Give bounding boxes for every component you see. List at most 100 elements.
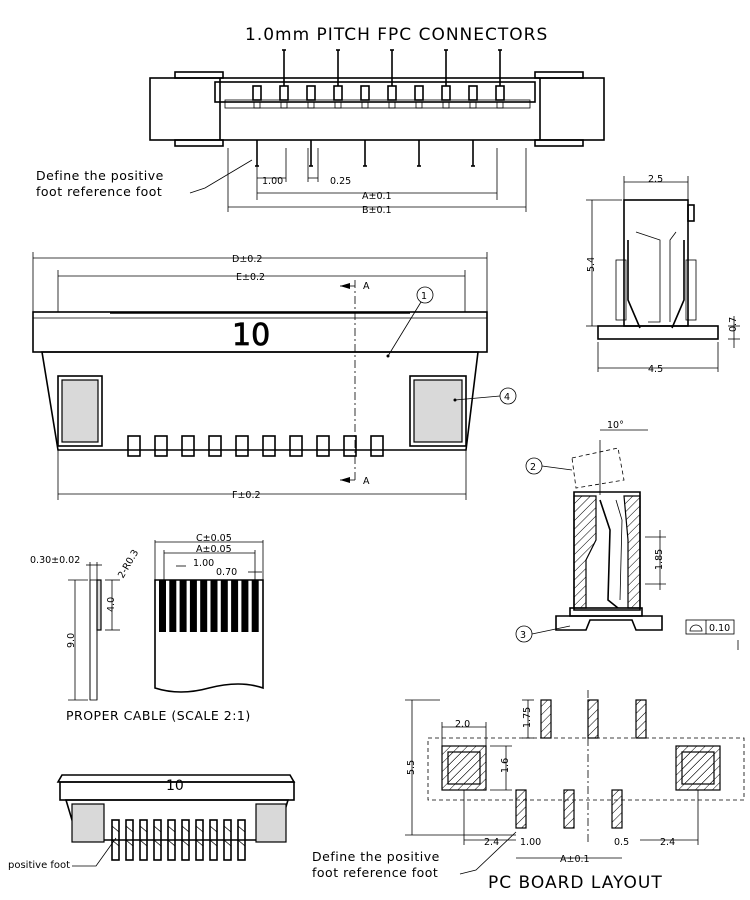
iso-pin-hatch xyxy=(125,839,134,847)
pcb-stagger: 0.5 xyxy=(614,837,629,848)
cable-finger xyxy=(169,580,177,632)
top-pin-contact xyxy=(496,101,504,109)
top-pin-slot xyxy=(468,85,478,101)
front-dim-f: F±0.2 xyxy=(232,490,261,501)
top-pin-slot xyxy=(333,85,343,101)
iso-view: 10 positive foot xyxy=(8,774,296,871)
cable-pitch: 1.00 xyxy=(193,558,214,569)
top-pin-slot xyxy=(252,85,262,101)
top-note-line2: foot reference foot xyxy=(36,184,162,199)
iso-label: positive foot xyxy=(8,860,70,871)
cable-dim-c: C±0.05 xyxy=(196,533,232,544)
cable-finger xyxy=(231,580,239,632)
cable-finger xyxy=(241,580,249,632)
iso-pin-hatch xyxy=(237,825,246,833)
pcb-layout: 5.5 2.0 1.6 1.75 2.4 1.00 0.5 2.4 A±0.1 … xyxy=(312,690,745,893)
iso-pin-hatch xyxy=(223,839,232,847)
pcb-caption: PC BOARD LAYOUT xyxy=(488,873,663,893)
cable-dim-a: A±0.05 xyxy=(196,544,232,555)
iso-pin-hatch xyxy=(209,839,218,847)
cable-finger xyxy=(210,580,218,632)
cable-finger xyxy=(200,580,208,632)
cable-length: 9.0 xyxy=(66,633,77,648)
section-a-bottom: A xyxy=(363,476,370,487)
front-pin xyxy=(154,435,168,457)
pcb-edge-right: 2.4 xyxy=(660,837,675,848)
front-pin xyxy=(181,435,195,457)
iso-pin-hatch xyxy=(111,839,120,847)
pcb-note-line1: Define the positive xyxy=(312,849,440,864)
cable-radius: 2-R0.3 xyxy=(116,548,141,581)
side-base-thickness: 0.7 xyxy=(728,317,739,332)
front-pin-count: 10 xyxy=(232,318,270,353)
pcb-edge-left: 2.4 xyxy=(484,837,499,848)
cable-finger xyxy=(251,580,259,632)
cable-view: 0.30±0.02 4.0 9.0 2-R0.3 C±0.05 A±0.05 1… xyxy=(30,533,264,723)
section-a-top: A xyxy=(363,281,370,292)
cable-finger xyxy=(159,580,166,632)
cable-finger xyxy=(220,580,228,632)
iso-pin-hatch xyxy=(125,825,134,833)
top-dim-b-label: B±0.1 xyxy=(362,205,392,216)
top-pin-slot xyxy=(306,85,316,101)
pcb-height: 5.5 xyxy=(406,760,417,775)
callout-4: 4 xyxy=(504,392,510,403)
drawing-title: 1.0mm PITCH FPC CONNECTORS xyxy=(245,25,548,45)
iso-pin-hatch xyxy=(153,825,162,833)
pcb-pad-height: 1.6 xyxy=(500,758,511,773)
top-pin-contact xyxy=(334,101,342,109)
front-dim-e: E±0.2 xyxy=(236,272,265,283)
iso-pin-hatch xyxy=(139,825,148,833)
pcb-signal-len: 1.75 xyxy=(522,707,533,728)
iso-pin-hatch xyxy=(181,839,190,847)
callout-3: 3 xyxy=(520,630,526,641)
callout-2: 2 xyxy=(530,462,536,473)
cable-finger xyxy=(189,580,197,632)
front-dim-d: D±0.2 xyxy=(232,254,262,265)
top-view: 1.00 0.25 A±0.1 B±0.1 Define the positiv… xyxy=(36,49,605,216)
iso-pin-hatch xyxy=(223,825,232,833)
iso-pin-hatch xyxy=(195,839,204,847)
front-view: D±0.2 E±0.2 10 F±0.2 A A 1 4 xyxy=(32,252,517,501)
side-height: 5.4 xyxy=(586,257,597,272)
top-pin-contact xyxy=(388,101,396,109)
iso-pin-hatch xyxy=(153,839,162,847)
pcb-pad-width: 2.0 xyxy=(455,719,470,730)
top-dim-a-label: A±0.1 xyxy=(362,191,392,202)
top-pin-contact xyxy=(442,101,450,109)
section-height: 1.85 xyxy=(654,549,665,570)
iso-pin-hatch xyxy=(209,825,218,833)
top-pitch-label: 1.00 xyxy=(262,176,283,187)
front-pin xyxy=(289,435,303,457)
section-angle: 10° xyxy=(607,420,624,431)
iso-pin-hatch xyxy=(195,825,204,833)
top-pin-contact xyxy=(307,101,315,109)
pcb-note-line2: foot reference foot xyxy=(312,865,438,880)
iso-pin-hatch xyxy=(111,825,120,833)
side-width-top: 2.5 xyxy=(648,174,663,185)
pcb-signal-pad-bottom xyxy=(611,789,623,829)
pcb-signal-pad-bottom xyxy=(515,789,527,829)
iso-pin-hatch xyxy=(139,839,148,847)
front-pin xyxy=(235,435,249,457)
iso-pin-hatch xyxy=(237,839,246,847)
front-pin xyxy=(262,435,276,457)
side-width-bottom: 4.5 xyxy=(648,364,663,375)
top-pin-contact xyxy=(253,101,261,109)
top-pin-contact xyxy=(469,101,477,109)
top-pin-slot xyxy=(387,85,397,101)
top-pin-slot xyxy=(279,85,289,101)
top-note-line1: Define the positive xyxy=(36,168,164,183)
iso-pin-hatch xyxy=(167,825,176,833)
front-pin xyxy=(370,435,384,457)
top-pin-contact xyxy=(361,101,369,109)
front-pin xyxy=(343,435,357,457)
top-pin-contact xyxy=(280,101,288,109)
section-view: 10° 2 1.85 3 0.10 xyxy=(515,420,739,650)
iso-pin-count: 10 xyxy=(166,778,184,794)
pcb-dim-a: A±0.1 xyxy=(560,854,590,865)
cable-stiffener: 4.0 xyxy=(106,597,117,612)
top-pin-slot xyxy=(495,85,505,101)
side-view: 2.5 5.4 0.7 4.5 xyxy=(586,174,740,375)
